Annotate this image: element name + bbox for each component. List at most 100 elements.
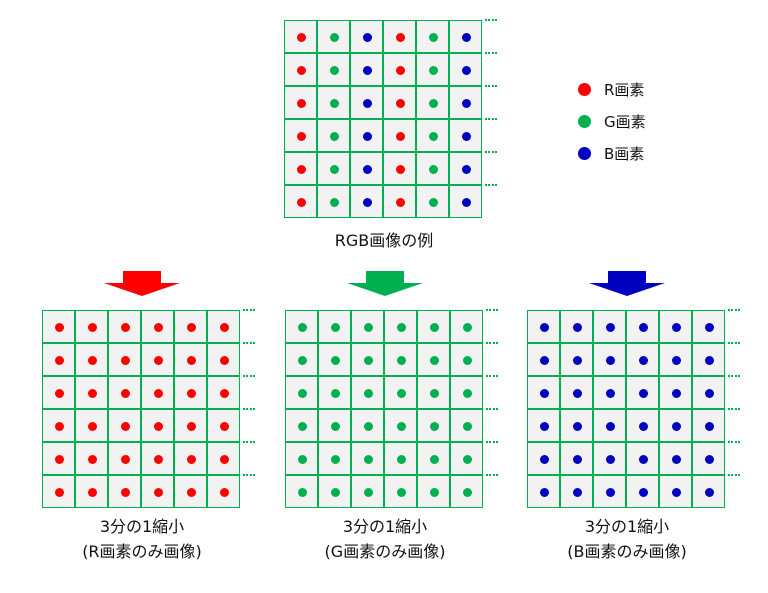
continuation-dots: [243, 441, 255, 443]
pixel-cell: [450, 409, 483, 442]
pixel-cell: [174, 442, 207, 475]
g-pixel-dot: [330, 165, 339, 174]
pixel-cell: [174, 343, 207, 376]
pixel-cell: [527, 442, 560, 475]
pixel-cell: [449, 119, 482, 152]
pixel-cell: [659, 475, 692, 508]
continuation-dots: [485, 85, 497, 87]
pixel-cell: [692, 376, 725, 409]
continuation-dots: [243, 342, 255, 344]
pixel-cell: [626, 475, 659, 508]
pixel-cell: [351, 475, 384, 508]
g-pixel-dot: [429, 132, 438, 141]
r-pixel-dot: [121, 455, 130, 464]
pixel-cell: [692, 310, 725, 343]
b-pixel-dot: [573, 356, 582, 365]
pixel-cell: [351, 310, 384, 343]
g-pixel-dot: [463, 356, 472, 365]
b-pixel-dot: [462, 66, 471, 75]
pixel-cell: [75, 310, 108, 343]
g-pixel-dot: [298, 356, 307, 365]
b-pixel-dot: [573, 488, 582, 497]
g-pixel-dot: [463, 422, 472, 431]
r-pixel-dot: [220, 455, 229, 464]
pixel-cell: [207, 475, 240, 508]
continuation-dots: [243, 474, 255, 476]
continuation-dots: [485, 52, 497, 54]
continuation-dots: [486, 474, 498, 476]
r-pixel-dot: [187, 455, 196, 464]
pixel-cell: [318, 409, 351, 442]
r-pixel-dot: [55, 422, 64, 431]
r-pixel-dot: [187, 323, 196, 332]
pixel-cell: [207, 310, 240, 343]
red-dot-icon: [578, 82, 591, 96]
g-pixel-dot: [331, 356, 340, 365]
r-pixel-dot: [396, 165, 405, 174]
pixel-cell: [450, 442, 483, 475]
pixel-cell: [350, 20, 383, 53]
continuation-dots: [486, 408, 498, 410]
pixel-cell: [42, 442, 75, 475]
r-caption-1: 3分の1縮小: [99, 517, 185, 536]
pixel-cell: [207, 376, 240, 409]
pixel-cell: [626, 409, 659, 442]
g-pixel-dot: [330, 132, 339, 141]
r-pixel-dot: [88, 488, 97, 497]
pixel-cell: [108, 343, 141, 376]
g-pixel-dot: [429, 99, 438, 108]
pixel-cell: [417, 310, 450, 343]
r-pixel-dot: [154, 422, 163, 431]
continuation-dots: [728, 441, 740, 443]
b-pixel-dot: [363, 132, 372, 141]
g-pixel-dot: [331, 422, 340, 431]
b-pixel-dot: [363, 165, 372, 174]
pixel-cell: [108, 376, 141, 409]
b-pixel-dot: [705, 323, 714, 332]
r-pixel-dot: [88, 356, 97, 365]
g-pixel-dot: [364, 488, 373, 497]
b-pixel-dot: [606, 389, 615, 398]
pixel-cell: [141, 409, 174, 442]
pixel-cell: [383, 86, 416, 119]
g-pixel-dot: [430, 488, 439, 497]
pixel-cell: [692, 409, 725, 442]
r-pixel-dot: [297, 198, 306, 207]
pixel-cell: [527, 475, 560, 508]
b-pixel-dot: [606, 488, 615, 497]
pixel-cell: [318, 442, 351, 475]
continuation-dots: [486, 441, 498, 443]
r-pixel-dot: [187, 389, 196, 398]
g-pixel-dot: [298, 455, 307, 464]
b-pixel-dot: [462, 33, 471, 42]
pixel-cell: [417, 409, 450, 442]
green-dot-icon: [578, 114, 591, 128]
b-pixel-dot: [573, 422, 582, 431]
b-pixel-dot: [672, 455, 681, 464]
pixel-cell: [692, 442, 725, 475]
pixel-cell: [417, 442, 450, 475]
g-pixel-dot: [298, 323, 307, 332]
pixel-cell: [560, 376, 593, 409]
g-pixel-dot: [429, 198, 438, 207]
g-pixel-dot: [331, 323, 340, 332]
r-pixel-dot: [220, 389, 229, 398]
g-pixel-dot: [397, 422, 406, 431]
pixel-cell: [108, 475, 141, 508]
pixel-cell: [318, 376, 351, 409]
g-pixel-dot: [429, 33, 438, 42]
b-pixel-dot: [705, 455, 714, 464]
r-pixel-dot: [297, 132, 306, 141]
r-pixel-dot: [88, 323, 97, 332]
b-pixel-dot: [639, 488, 648, 497]
b-pixel-dot: [672, 323, 681, 332]
pixel-cell: [207, 343, 240, 376]
pixel-cell: [351, 376, 384, 409]
g-only-grid: [285, 309, 498, 508]
pixel-cell: [560, 475, 593, 508]
legend-item-g: G画素: [578, 111, 646, 131]
pixel-cell: [593, 442, 626, 475]
g-pixel-dot: [397, 455, 406, 464]
pixel-cell: [141, 376, 174, 409]
pixel-cell: [108, 409, 141, 442]
